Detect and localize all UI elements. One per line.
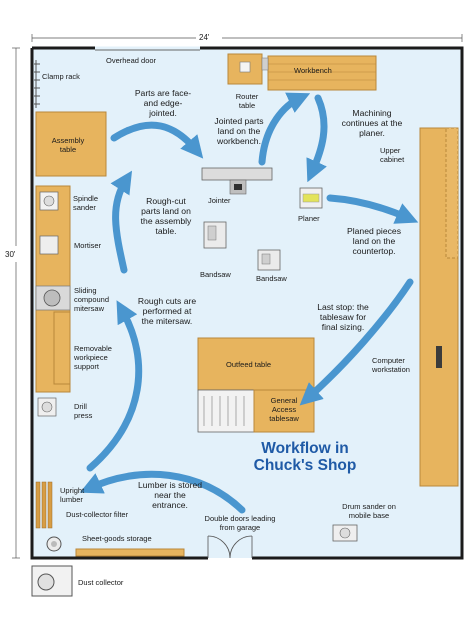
callout-planed-pieces: Planed pieces land on the countertop. bbox=[347, 226, 401, 256]
mortiser-label: Mortiser bbox=[74, 241, 102, 250]
removable-support bbox=[53, 311, 71, 385]
double-doors bbox=[207, 535, 253, 559]
callout-last-stop: Last stop: the tablesaw for final sizing… bbox=[317, 302, 369, 332]
upright-lumber-label: Upright lumber bbox=[60, 486, 85, 504]
upright-lumber-rack bbox=[35, 481, 53, 529]
callout-jointed-parts: Jointed parts land on the workbench. bbox=[214, 116, 264, 146]
dust-collector-label: Dust collector bbox=[78, 578, 124, 587]
upper-cabinet-label: Upper cabinet bbox=[380, 146, 405, 164]
clamp-rack bbox=[34, 60, 40, 108]
clamp-rack-label: Clamp rack bbox=[42, 72, 80, 81]
mortiser bbox=[39, 235, 59, 255]
drill-press-label: Drill press bbox=[74, 402, 93, 420]
arrow-jointer-to-workbench bbox=[258, 92, 311, 166]
double-doors-label: Double doors leading from garage bbox=[204, 514, 276, 532]
depth-dimension: 30' bbox=[5, 250, 16, 259]
spindle-sander-label: Spindle sander bbox=[73, 194, 99, 212]
workbench-label: Workbench bbox=[294, 66, 332, 75]
computer-workstation-label: Computer workstation bbox=[372, 356, 410, 374]
depth-dimension-line bbox=[12, 47, 20, 559]
title-line-2: Chuck's Shop bbox=[253, 457, 357, 474]
miter-saw-label: Sliding compound mitersaw bbox=[74, 286, 110, 313]
callout-lumber-stored: Lumber is stored near the entrance. bbox=[138, 480, 203, 510]
outfeed-table-label: Outfeed table bbox=[226, 360, 272, 369]
workbench-vise bbox=[261, 57, 269, 71]
workflow-arrows bbox=[79, 92, 419, 514]
computer-monitor bbox=[436, 346, 442, 368]
arrow-assembly-to-jointer bbox=[110, 121, 204, 159]
workbench bbox=[267, 55, 377, 91]
upper-cabinet bbox=[445, 127, 459, 259]
sheet-goods-storage bbox=[75, 548, 185, 557]
dust-filter-label: Dust-collector filter bbox=[66, 510, 129, 519]
arrow-lumber-to-mitersaw bbox=[79, 470, 246, 514]
bandsaw-2-label: Bandsaw bbox=[256, 274, 287, 283]
sheet-goods-label: Sheet-goods storage bbox=[82, 534, 152, 543]
callout-machining: Machining continues at the planer. bbox=[341, 108, 403, 138]
arrow-planer-to-countertop bbox=[326, 194, 419, 224]
arrow-assembly-up bbox=[110, 170, 133, 274]
arrow-workbench-to-planer bbox=[306, 94, 328, 183]
arrow-countertop-to-tablesaw bbox=[299, 278, 414, 406]
jointer bbox=[201, 167, 273, 181]
callout-rough-cuts: Rough cuts are performed at the mitersaw… bbox=[137, 296, 197, 326]
router-table-label: Router table bbox=[235, 92, 259, 110]
walls bbox=[30, 46, 464, 560]
bandsaw-1-label: Bandsaw bbox=[200, 270, 231, 279]
drum-sander-label: Drum sander on mobile base bbox=[342, 502, 396, 520]
overhead-door-label: Overhead door bbox=[106, 56, 157, 65]
right-countertop bbox=[419, 127, 459, 487]
tablesaw-label: General Access tablesaw bbox=[269, 396, 299, 423]
removable-support-label: Removable workpiece support bbox=[74, 344, 112, 371]
callout-face-edge: Parts are face- and edge-jointed. bbox=[134, 88, 192, 118]
assembly-table-label: Assembly table bbox=[51, 136, 85, 154]
assembly-table bbox=[35, 111, 107, 177]
planer-label: Planer bbox=[298, 214, 320, 223]
title-line-1: Workflow in bbox=[261, 440, 349, 457]
tablesaw bbox=[197, 389, 255, 433]
miter-saw-blade bbox=[43, 289, 61, 307]
width-dimension-line bbox=[31, 34, 463, 42]
diagram-title: Workflow in Chuck's Shop bbox=[230, 440, 380, 474]
arrow-mitersaw-to-assembly bbox=[86, 300, 143, 472]
jointer-label: Jointer bbox=[208, 196, 231, 205]
width-dimension: 24' bbox=[199, 33, 210, 42]
callout-rough-cut-parts: Rough-cut parts land on the assembly tab… bbox=[140, 196, 192, 236]
